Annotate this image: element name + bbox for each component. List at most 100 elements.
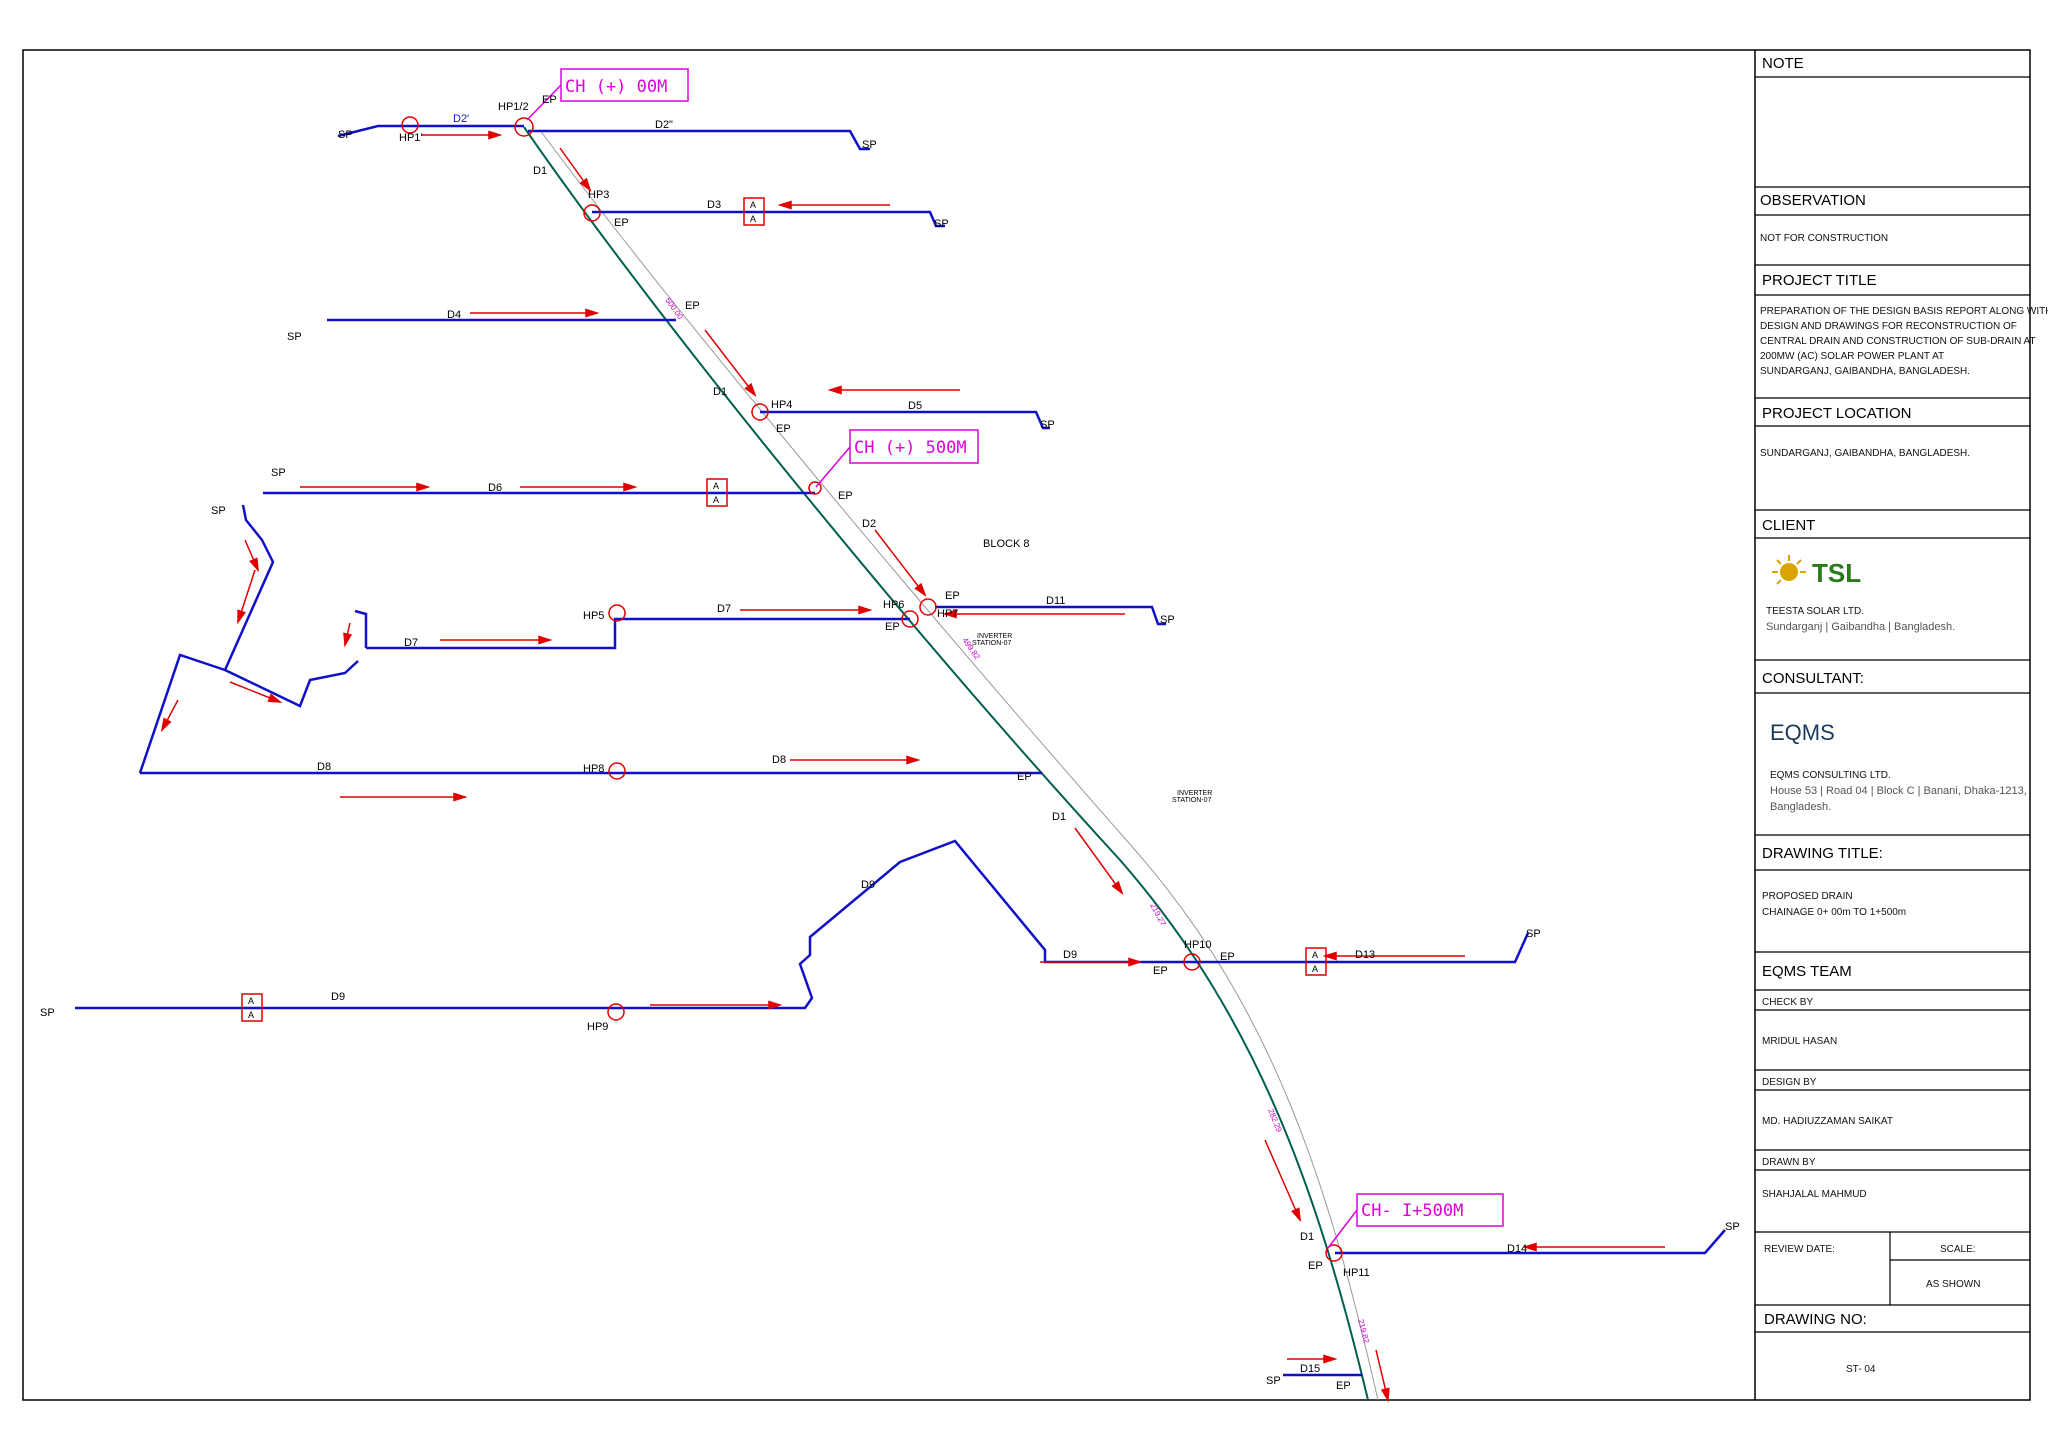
label-hp11: HP11	[1343, 1267, 1370, 1279]
label-d9-b: D9	[1063, 949, 1077, 961]
consultant-logo: EQMS	[1770, 720, 1835, 745]
svg-text:A: A	[248, 996, 254, 1006]
label-d9-c: D9	[331, 991, 345, 1003]
label-d8-a: D8	[317, 761, 331, 773]
project-location-value: SUNDARGANJ, GAIBANDHA, BANGLADESH.	[1760, 448, 1970, 459]
label-d4: D4	[447, 309, 461, 321]
label-d9-a: D9	[861, 879, 875, 891]
label-d13: D13	[1355, 949, 1375, 961]
project-title-line: SUNDARGANJ, GAIBANDHA, BANGLADESH.	[1760, 366, 1970, 377]
label-hp6: HP6	[883, 599, 904, 611]
hp1-prime-marker	[401, 116, 419, 134]
ep-3: EP	[685, 300, 700, 312]
drain-d11	[935, 605, 1166, 626]
culvert-d13	[1305, 947, 1327, 976]
drawing-title-line-2: CHAINAGE 0+ 00m TO 1+500m	[1762, 907, 1906, 918]
label-d15: D15	[1300, 1363, 1320, 1375]
sp-12: SP	[1266, 1375, 1281, 1387]
flow-arrow-head	[914, 582, 927, 597]
ch500-marker	[808, 481, 822, 495]
drain-d5	[760, 410, 1050, 430]
flow-arrow-head	[906, 755, 921, 765]
observation-heading: OBSERVATION	[1760, 192, 1866, 209]
client-logo-text: TSL	[1812, 558, 1861, 588]
project-title-line: 200MW (AC) SOLAR POWER PLANT AT	[1760, 351, 1944, 362]
flow-arrow-head	[942, 609, 957, 619]
label-d2-double-prime: D2"	[655, 119, 673, 131]
hp7-marker	[919, 598, 937, 616]
label-hp1-prime: HP1'	[399, 132, 423, 144]
flow-arrow-head	[585, 308, 600, 318]
ep-6: EP	[945, 590, 960, 602]
flow-arrow-head	[777, 200, 792, 210]
flow-arrow-head	[1322, 951, 1337, 961]
culvert-d6	[706, 478, 728, 507]
flow-arrow-head	[1323, 1354, 1338, 1364]
consultant-heading: CONSULTANT:	[1762, 670, 1864, 687]
title-block-text: NOTE OBSERVATION NOT FOR CONSTRUCTION PR…	[1760, 55, 2048, 1375]
check-by-value: MRIDUL HASAN	[1762, 1036, 1837, 1047]
project-title-line: PREPARATION OF THE DESIGN BASIS REPORT A…	[1760, 306, 2048, 317]
drain-d8-west	[138, 653, 226, 774]
flow-arrow-head	[416, 482, 431, 492]
flow-arrow-head	[267, 693, 283, 703]
drain-d7-main	[366, 617, 910, 650]
flow-arrow-head	[1111, 880, 1124, 896]
hp5-marker	[608, 604, 626, 622]
drain-layout: AA AA AA AA CH (+) 00M CH (+) 500M CH- I…	[40, 68, 1740, 1403]
label-d2-prime: D2'	[453, 113, 469, 125]
flow-arrow-head	[488, 130, 503, 140]
flow-arrow	[874, 529, 926, 596]
inverter-label-2-a: INVERTER	[1177, 790, 1212, 797]
ep-12: EP	[1336, 1380, 1351, 1392]
sp-2: SP	[862, 139, 877, 151]
design-by-value: MD. HADIUZZAMAN SAIKAT	[1762, 1116, 1893, 1127]
label-d1-a: D1	[533, 165, 547, 177]
drawing-title-line-1: PROPOSED DRAIN	[1762, 891, 1853, 902]
ep-4: EP	[776, 423, 791, 435]
sp-5: SP	[1040, 419, 1055, 431]
sp-8: SP	[1160, 614, 1175, 626]
label-d1-d: D1	[1300, 1231, 1314, 1243]
ch500-tag: CH (+) 500M	[854, 438, 967, 458]
drain-d3	[592, 210, 945, 228]
ep-1: EP	[542, 94, 557, 106]
client-heading: CLIENT	[1762, 517, 1815, 534]
client-name: TEESTA SOLAR LTD.	[1766, 606, 1864, 617]
label-hp5: HP5	[583, 610, 604, 622]
label-d1-b: D1	[713, 386, 727, 398]
flow-arrow-head	[768, 1000, 783, 1010]
svg-text:A: A	[713, 481, 719, 491]
sp-3: SP	[934, 218, 949, 230]
review-date-heading: REVIEW DATE:	[1764, 1244, 1835, 1255]
culvert-d9	[241, 993, 263, 1022]
ch1500-tag: CH- I+500M	[1361, 1201, 1463, 1221]
label-hp12: HP1/2	[498, 101, 529, 113]
drain-edge-line	[539, 129, 1379, 1401]
drawing-no-value: ST- 04	[1846, 1364, 1876, 1375]
hp12-marker	[514, 117, 534, 137]
flow-arrow-head	[1522, 1242, 1537, 1252]
label-hp7: HP7	[937, 608, 958, 620]
client-address: Sundarganj | Gaibandha | Bangladesh.	[1766, 621, 1955, 633]
hp10-marker	[1183, 953, 1201, 971]
ep-7: EP	[885, 621, 900, 633]
svg-text:A: A	[750, 214, 756, 224]
label-d3: D3	[707, 199, 721, 211]
sp-6: SP	[271, 467, 286, 479]
consultant-address-1: House 53 | Road 04 | Block C | Banani, D…	[1770, 785, 2027, 797]
label-d8-b: D8	[772, 754, 786, 766]
note-heading: NOTE	[1762, 55, 1804, 72]
flow-arrow-head	[160, 717, 172, 733]
drain-d2-double-prime	[528, 129, 870, 151]
project-title-line: DESIGN AND DRAWINGS FOR RECONSTRUCTION O…	[1760, 321, 2017, 332]
flow-arrow-head	[623, 482, 638, 492]
label-d14: D14	[1507, 1243, 1527, 1255]
sheet-border	[22, 49, 2031, 1401]
sp-4: SP	[287, 331, 302, 343]
project-location-heading: PROJECT LOCATION	[1762, 405, 1911, 422]
project-title-line: CENTRAL DRAIN AND CONSTRUCTION OF SUB-DR…	[1760, 336, 2036, 347]
flow-arrow-head	[249, 557, 259, 573]
ch500-tag-box	[849, 429, 979, 464]
flow-arrow-head	[579, 177, 592, 193]
